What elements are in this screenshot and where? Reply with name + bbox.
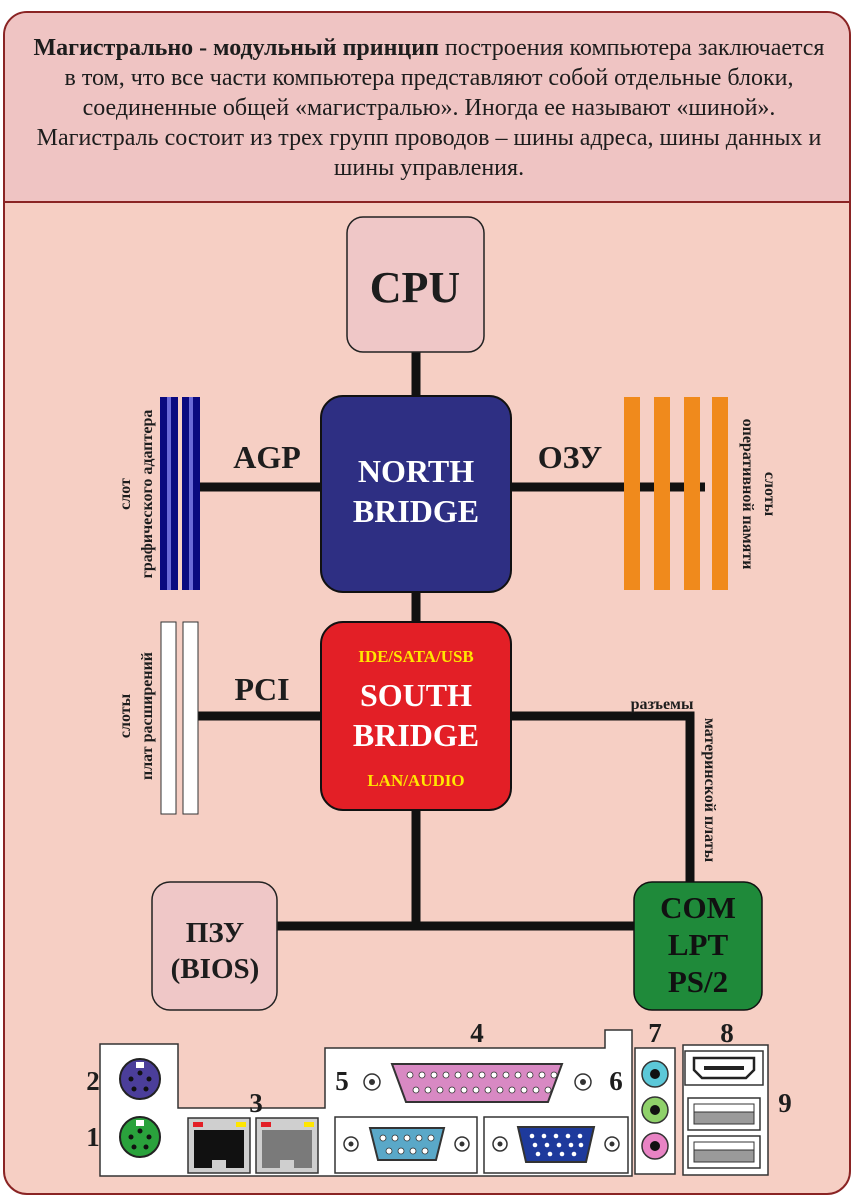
- ports-block: COM LPT PS/2: [633, 881, 763, 1011]
- ram-slot: [684, 397, 700, 590]
- lan-port: [187, 1117, 251, 1174]
- south-bridge-label-2: BRIDGE: [353, 717, 479, 753]
- graphics-caption-1: слот: [117, 478, 134, 510]
- port-number-5: 5: [335, 1066, 349, 1096]
- expansion-caption-1: слоты: [117, 693, 134, 738]
- diagram-frame: Магистрально - модульный принцип построе…: [3, 11, 851, 1195]
- ram-slot: [712, 397, 728, 590]
- agp-slots: [160, 397, 200, 590]
- north-bridge-label-1: NORTH: [358, 453, 474, 489]
- ram-slots: [624, 397, 728, 590]
- north-bridge-label-2: BRIDGE: [353, 493, 479, 529]
- port-number-1: 1: [86, 1122, 100, 1152]
- usb-ports: [687, 1097, 761, 1169]
- connectors-caption-group: материнской платы: [701, 718, 718, 863]
- port-numbers: 1 2 3 4 5 6 7 8 9: [86, 1018, 792, 1152]
- connectors-caption-1: разъемы: [631, 696, 694, 713]
- port-number-8: 8: [720, 1018, 734, 1048]
- pci-label: PCI: [234, 671, 289, 707]
- memory-caption-1: слоты: [761, 472, 778, 517]
- ps2-mouse-port: [119, 1058, 161, 1100]
- port-number-3: 3: [249, 1088, 263, 1118]
- cpu-block: CPU: [346, 216, 485, 353]
- rom-label-2: (BIOS): [171, 953, 260, 985]
- cpu-label: CPU: [370, 263, 460, 312]
- expansion-caption-2: плат расширений: [139, 652, 156, 780]
- ram-label: ОЗУ: [538, 439, 602, 475]
- memory-caption-2: оперативной памяти: [739, 419, 756, 570]
- intro-paragraph: Магистрально - модульный принцип построе…: [31, 33, 827, 183]
- com-port: [334, 1116, 478, 1174]
- hdmi-port: [684, 1050, 764, 1086]
- pci-slots: [160, 621, 199, 815]
- south-bridge-caption-top: IDE/SATA/USB: [358, 647, 474, 666]
- header-panel: Магистрально - модульный принцип построе…: [5, 13, 849, 203]
- ports-label-3: PS/2: [668, 964, 728, 999]
- lan-port: [255, 1117, 319, 1174]
- port-number-2: 2: [86, 1066, 100, 1096]
- bus-lines: [190, 350, 705, 931]
- port-number-6: 6: [609, 1066, 623, 1096]
- lpt-port: [363, 1063, 592, 1103]
- south-bridge-block: IDE/SATA/USB SOUTH BRIDGE LAN/AUDIO: [320, 621, 512, 811]
- pci-slot: [160, 621, 177, 815]
- expansion-slots-caption: слоты плат расширений: [117, 652, 156, 780]
- rom-bios-block: ПЗУ (BIOS): [151, 881, 278, 1011]
- port-number-4: 4: [470, 1018, 484, 1048]
- ports-label-2: LPT: [668, 927, 729, 962]
- intro-text: построения компьютера заключается в том,…: [36, 35, 825, 181]
- ram-slot: [624, 397, 640, 590]
- audio-jacks: [634, 1047, 676, 1175]
- north-bridge-block: NORTH BRIDGE: [320, 395, 512, 593]
- south-bridge-label-1: SOUTH: [360, 677, 472, 713]
- graphics-caption-2: графического адаптера: [139, 410, 156, 579]
- rom-label-1: ПЗУ: [186, 917, 244, 949]
- bus-connectors: [510, 711, 695, 883]
- pci-slot: [182, 621, 199, 815]
- memory-slots-caption: слоты оперативной памяти: [739, 419, 778, 570]
- vga-port: [483, 1116, 629, 1174]
- south-bridge-caption-bottom: LAN/AUDIO: [367, 771, 464, 790]
- agp-label: AGP: [233, 439, 301, 475]
- connectors-caption-2: материнской платы: [701, 718, 718, 863]
- ram-slot: [654, 397, 670, 590]
- port-number-7: 7: [648, 1018, 662, 1048]
- port-number-9: 9: [778, 1088, 792, 1118]
- intro-term: Магистрально - модульный принцип: [33, 35, 439, 61]
- ps2-keyboard-port: [119, 1116, 161, 1158]
- graphics-slot-caption: слот графического адаптера: [117, 410, 156, 579]
- ports-label-1: COM: [660, 890, 736, 925]
